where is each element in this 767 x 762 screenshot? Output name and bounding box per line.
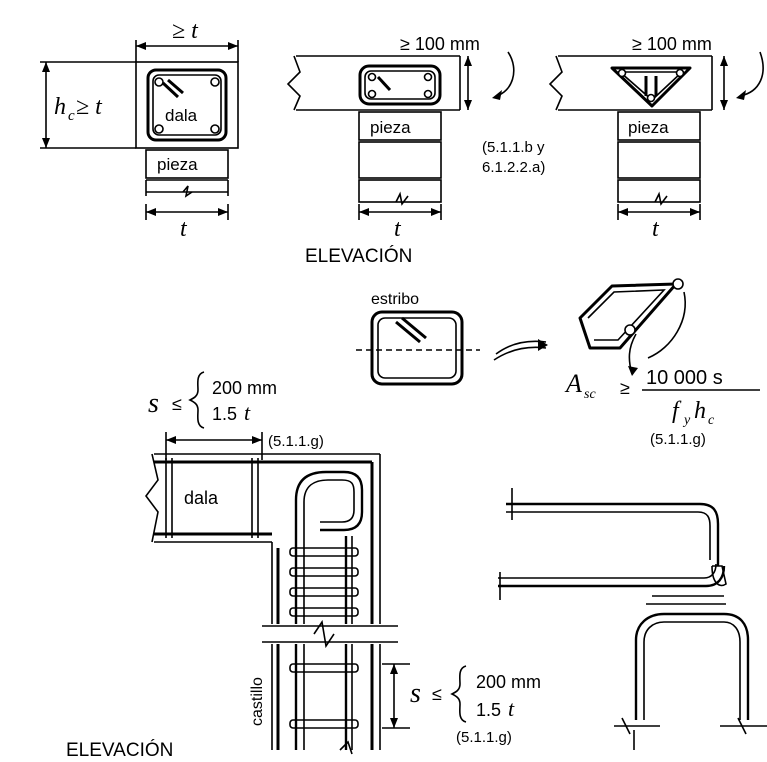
t15-top: 1.5 <box>212 404 237 424</box>
leq-bottom: ≤ <box>432 684 442 704</box>
t-top: t <box>244 400 251 425</box>
top-width-label: ≥ t <box>172 18 199 44</box>
dala-label-bottom: dala <box>184 488 219 508</box>
castillo-label: castillo <box>249 677 266 726</box>
mm200-top: 200 mm <box>212 378 277 398</box>
asc-den-y: y <box>682 413 691 428</box>
section-dala-middle: pieza ≥ 100 mm (5.1.1.b y 6.1.2.2.a) t E… <box>286 34 545 267</box>
estribo-label: estribo <box>371 291 419 308</box>
ref-511g-formula: (5.1.1.g) <box>650 431 706 448</box>
hc-subscript: c <box>68 108 75 124</box>
dala-label: dala <box>165 106 198 125</box>
asc-subscript: sc <box>584 387 596 402</box>
t-label-left: t <box>180 216 188 242</box>
asc-den-c: c <box>708 413 715 428</box>
spacing-spec-bottom: s ≤ 200 mm 1.5 t (5.1.1.g) <box>382 663 541 746</box>
asc-den-h: h <box>694 398 706 424</box>
hook-detail <box>498 488 767 750</box>
elevacion-bottom: ELEVACIÓN <box>66 739 173 761</box>
castillo-stirrups <box>289 547 359 729</box>
ref-511g-top: (5.1.1.g) <box>268 433 324 450</box>
t-label-middle: t <box>394 216 402 242</box>
section-dala-right: pieza ≥ 100 mm t <box>548 34 764 242</box>
asc-numerator: 10 000 s <box>646 367 723 389</box>
t15-bottom: 1.5 <box>476 700 501 720</box>
dala-castillo-elevation: dala castillo ELEVACIÓN <box>66 453 398 761</box>
asc-den-f: f <box>672 398 682 424</box>
t-label-right: t <box>652 216 660 242</box>
estribo-detail: estribo A sc ≥ 10 000 s f y h c (5.1.1.g… <box>356 278 760 448</box>
ref-511g-bottom: (5.1.1.g) <box>456 729 512 746</box>
leq-top: ≤ <box>172 394 182 414</box>
s-symbol-bottom: s <box>410 678 421 709</box>
section-dala-left: dala pieza ≥ t h c ≥ t t <box>40 18 239 242</box>
mm200-bottom: 200 mm <box>476 672 541 692</box>
asc-geq: ≥ <box>620 378 630 398</box>
asc-symbol: A <box>564 369 582 398</box>
dim-100mm-right: ≥ 100 mm <box>632 34 712 54</box>
s-symbol-top: s <box>148 388 159 419</box>
pieza-label: pieza <box>157 155 198 174</box>
pieza-label-right: pieza <box>628 118 669 137</box>
elevacion-top: ELEVACIÓN <box>305 245 412 267</box>
hc-label: h <box>54 94 66 120</box>
ref-5112: (5.1.1.b y <box>482 139 545 156</box>
dim-100mm-middle: ≥ 100 mm <box>400 34 480 54</box>
spacing-spec-top: s ≤ 200 mm 1.5 t (5.1.1.g) <box>148 371 324 460</box>
hc-condition: ≥ t <box>76 94 103 120</box>
t-bottom: t <box>508 696 515 721</box>
ref-6122: 6.1.2.2.a) <box>482 159 545 176</box>
pieza-label-middle: pieza <box>370 118 411 137</box>
